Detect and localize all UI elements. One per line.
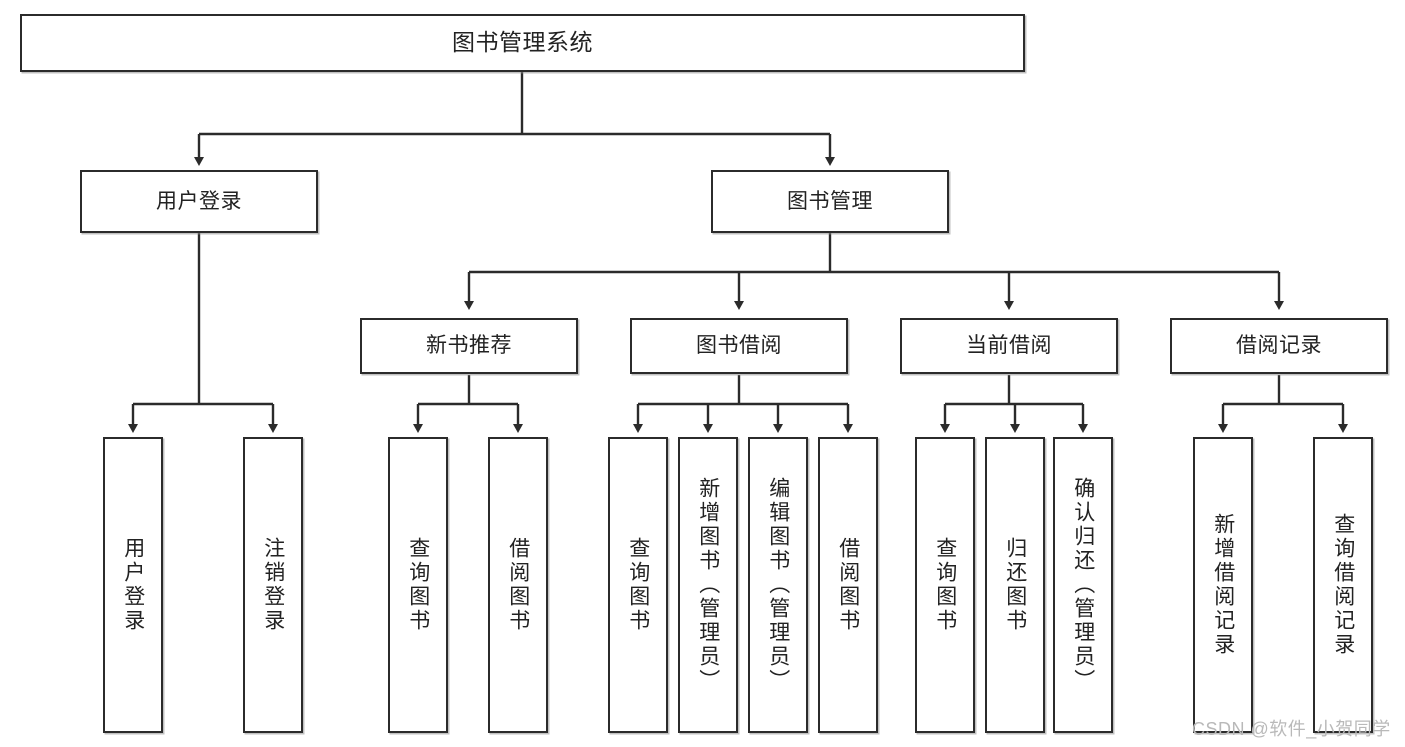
node-leaf-edit-book-admin[interactable]: 编辑图书（管理员） [748, 437, 808, 733]
node-label: 图书借阅 [696, 334, 782, 358]
node-label: 查询图书 [626, 537, 650, 633]
node-leaf-add-borrow-record[interactable]: 新增借阅记录 [1193, 437, 1253, 733]
node-label: 借阅记录 [1236, 334, 1322, 358]
node-leaf-user-login[interactable]: 用户登录 [103, 437, 163, 733]
node-label: 用户登录 [121, 537, 145, 633]
node-current-borrow[interactable]: 当前借阅 [900, 318, 1118, 374]
node-label: 用户登录 [156, 189, 242, 213]
node-label: 编辑图书（管理员） [766, 477, 790, 693]
node-book-borrow[interactable]: 图书借阅 [630, 318, 848, 374]
node-label: 新增借阅记录 [1211, 513, 1235, 657]
node-leaf-borrow-book[interactable]: 借阅图书 [818, 437, 878, 733]
node-leaf-query-book-borrow[interactable]: 查询图书 [608, 437, 668, 733]
node-leaf-return-book[interactable]: 归还图书 [985, 437, 1045, 733]
node-label: 确认归还（管理员） [1071, 477, 1095, 693]
node-leaf-logout[interactable]: 注销登录 [243, 437, 303, 733]
node-root-book-management-system[interactable]: 图书管理系统 [20, 14, 1025, 72]
node-leaf-query-borrow-record[interactable]: 查询借阅记录 [1313, 437, 1373, 733]
node-new-book-recommend[interactable]: 新书推荐 [360, 318, 578, 374]
node-leaf-borrow-book-recommend[interactable]: 借阅图书 [488, 437, 548, 733]
node-label: 注销登录 [261, 537, 285, 633]
node-leaf-query-book-current[interactable]: 查询图书 [915, 437, 975, 733]
node-label: 借阅图书 [836, 537, 860, 633]
node-leaf-query-book-recommend[interactable]: 查询图书 [388, 437, 448, 733]
node-label: 新增图书（管理员） [696, 477, 720, 693]
node-label: 查询图书 [933, 537, 957, 633]
node-borrow-record[interactable]: 借阅记录 [1170, 318, 1388, 374]
node-leaf-confirm-return-admin[interactable]: 确认归还（管理员） [1053, 437, 1113, 733]
node-label: 图书管理 [787, 189, 873, 213]
watermark-text: CSDN @软件_小贺同学 [1192, 719, 1391, 739]
node-label: 借阅图书 [506, 537, 530, 633]
node-label: 查询图书 [406, 537, 430, 633]
node-book-management[interactable]: 图书管理 [711, 170, 949, 233]
node-label: 查询借阅记录 [1331, 513, 1355, 657]
node-label: 当前借阅 [966, 334, 1052, 358]
node-leaf-add-book-admin[interactable]: 新增图书（管理员） [678, 437, 738, 733]
node-user-login[interactable]: 用户登录 [80, 170, 318, 233]
node-label: 新书推荐 [426, 334, 512, 358]
node-label: 归还图书 [1003, 537, 1027, 633]
node-label: 图书管理系统 [452, 29, 593, 56]
